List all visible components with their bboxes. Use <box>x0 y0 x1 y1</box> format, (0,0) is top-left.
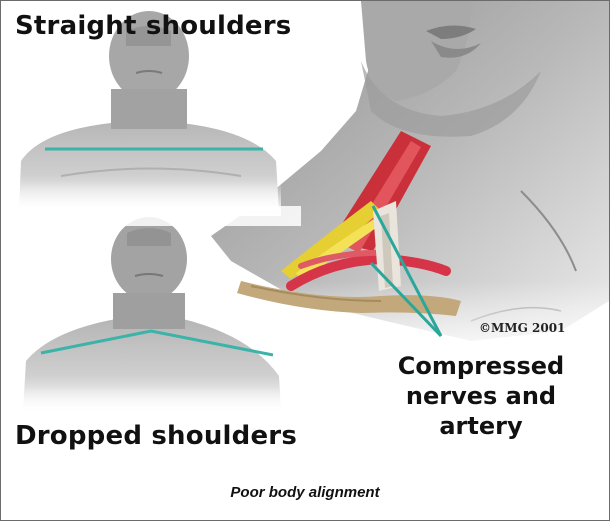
copyright-notice: ©MMG 2001 <box>479 321 565 335</box>
straight-shoulders-label: Straight shoulders <box>15 11 291 41</box>
callout-line-2: nerves and <box>386 381 576 411</box>
torso-straight-shoulders <box>19 11 281 216</box>
callout-line-1: Compressed <box>386 351 576 381</box>
figure-caption: Poor body alignment <box>1 484 609 501</box>
compression-callout: Compressed nerves and artery <box>386 351 576 441</box>
callout-line-3: artery <box>386 411 576 441</box>
dropped-shoulders-label: Dropped shoulders <box>15 421 297 451</box>
